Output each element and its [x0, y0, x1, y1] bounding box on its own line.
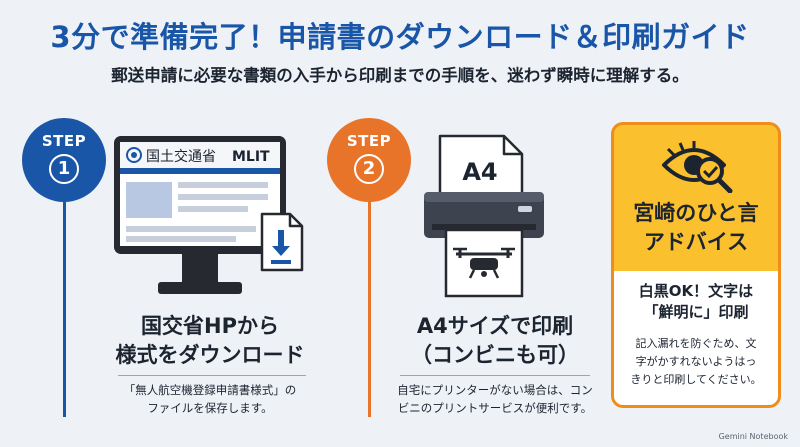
step1-badge: STEP 1: [22, 118, 106, 202]
step1-desc-line1: 「無人航空機登録申請書様式」の: [123, 383, 297, 397]
footer-credit: Gemini Notebook: [718, 432, 788, 441]
advice-body-line2: 字がかすれないようはっ: [635, 355, 757, 368]
printer-drone-icon: A4: [424, 134, 544, 298]
advice-head-line2: 「鮮明に」印刷: [643, 303, 749, 321]
step1-description: 「無人航空機登録申請書様式」の ファイルを保存します。: [90, 381, 330, 417]
step1-heading-line1: 国交省HPから: [141, 314, 279, 338]
step1-number: 1: [49, 154, 79, 184]
advice-title-line2: アドバイス: [643, 230, 749, 254]
step1-divider: [118, 375, 306, 376]
advice-body-line3: きりと印刷してください。: [630, 373, 762, 386]
advice-title: 宮崎のひと言 アドバイス: [614, 199, 778, 257]
step2-divider: [400, 375, 590, 376]
step2-heading-line1: A4サイズで印刷: [416, 314, 574, 338]
logo-text: 国土交通省: [146, 148, 216, 165]
step2-badge: STEP 2: [327, 118, 411, 202]
advice-body: 記入漏れを防ぐため、文 字がかすれないようはっ きりと印刷してください。: [622, 335, 770, 389]
step1-desc-line2: ファイルを保存します。: [147, 401, 273, 415]
step2-description: 自宅にプリンターがない場合は、コン ビニのプリントサービスが便利です。: [372, 381, 618, 417]
step2-heading-line2: （コンビニも可）: [411, 343, 579, 367]
logo-brand: MLIT: [232, 149, 270, 165]
advice-card: 宮崎のひと言 アドバイス 白黒OK！文字は 「鮮明に」印刷 記入漏れを防ぐため、…: [611, 122, 781, 408]
advice-body-line1: 記入漏れを防ぐため、文: [635, 337, 757, 350]
step2-label: STEP: [346, 132, 392, 150]
advice-panel: 白黒OK！文字は 「鮮明に」印刷 記入漏れを防ぐため、文 字がかすれないようはっ…: [614, 271, 778, 405]
step1-line: [63, 202, 66, 417]
step2-line: [368, 202, 371, 417]
page-subtitle: 郵送申請に必要な書類の入手から印刷までの手順を、迷わず瞬時に理解する。: [111, 66, 689, 85]
advice-title-line1: 宮崎のひと言: [633, 201, 759, 225]
step2-number: 2: [354, 154, 384, 184]
paper-size-text: A4: [462, 158, 497, 186]
advice-headline: 白黒OK！文字は 「鮮明に」印刷: [614, 281, 778, 323]
step1-heading-line2: 様式をダウンロード: [115, 343, 305, 367]
advice-head-line1: 白黒OK！文字は: [638, 282, 754, 300]
step1-label: STEP: [41, 132, 87, 150]
step2-desc-line1: 自宅にプリンターがない場合は、コン: [397, 383, 593, 397]
step2-heading: A4サイズで印刷 （コンビニも可）: [375, 312, 615, 370]
monitor-download-icon: 国土交通省 MLIT: [114, 136, 304, 294]
step1-heading: 国交省HPから 様式をダウンロード: [90, 312, 330, 370]
page-title: 3分で準備完了！申請書のダウンロード＆印刷ガイド: [50, 20, 750, 54]
step2-desc-line2: ビニのプリントサービスが便利です。: [397, 401, 593, 415]
eye-magnifier-icon: [662, 141, 733, 193]
